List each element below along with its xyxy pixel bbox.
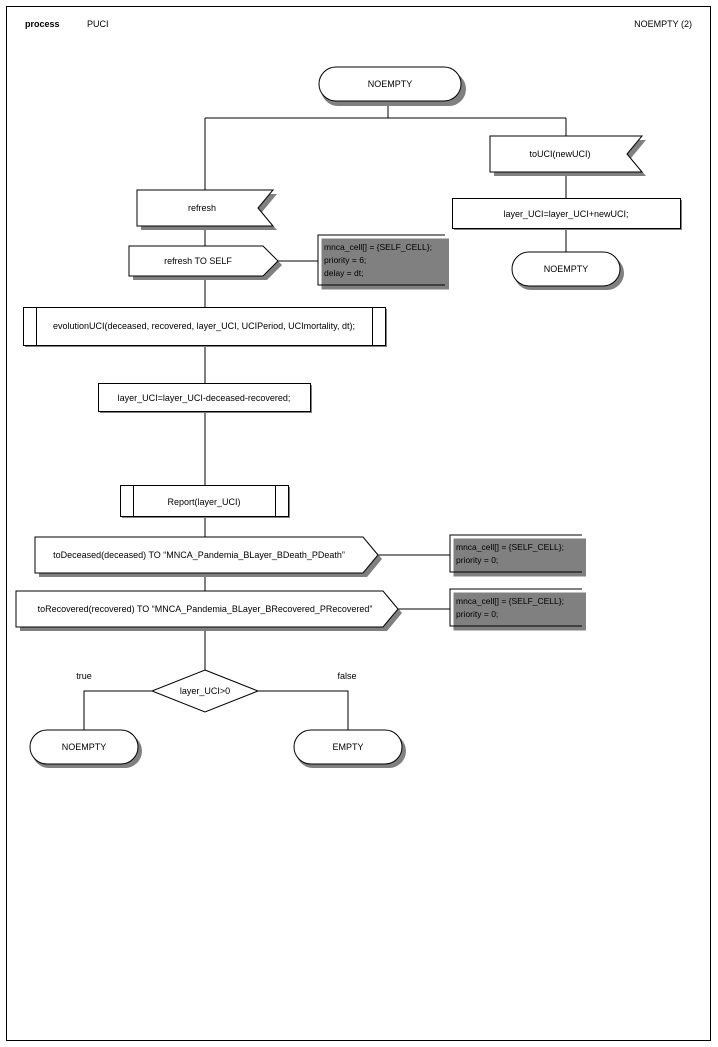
- node-state-empty-false[interactable]: EMPTY: [293, 729, 406, 768]
- state-start-shape: [318, 66, 462, 102]
- node-task-touci[interactable]: layer_UCI=layer_UCI+newUCI;: [452, 198, 683, 231]
- state-empty-false-label: EMPTY: [332, 742, 363, 752]
- page-border: [6, 6, 711, 1041]
- comment-recovered-line-1: mnca_cell[] = {SELF_CELL};: [456, 596, 564, 606]
- comment-refresh: mnca_cell[] = {SELF_CELL}; priority = 6;…: [317, 234, 449, 290]
- comment-refresh-shape: [317, 234, 445, 286]
- input-refresh-shape: [136, 189, 275, 227]
- input-refresh-label: refresh: [188, 203, 216, 213]
- task-touci-label: layer_UCI=layer_UCI+newUCI;: [503, 209, 628, 219]
- input-touci-label: toUCI(newUCI): [529, 149, 590, 159]
- proc-evolution-shape: [23, 307, 386, 346]
- output-recovered-shape: [15, 590, 399, 628]
- output-recovered-label: toRecovered(recovered) TO “MNCA_Pandemia…: [38, 604, 373, 614]
- connector-layer: [83, 101, 567, 730]
- decision-layer-label: layer_UCI>0: [180, 686, 230, 696]
- state-noempty-right-shape: [511, 251, 621, 287]
- header-kind: process: [25, 19, 60, 29]
- proc-report-label: Report(layer_UCI): [167, 497, 240, 507]
- comment-deceased-shape: [449, 534, 582, 573]
- task-layer-shape: [98, 383, 311, 412]
- comment-deceased-shadow: [453, 538, 586, 577]
- node-decision-layer[interactable]: layer_UCI>0: [150, 669, 260, 713]
- comment-recovered-shadow: [453, 592, 586, 631]
- state-noempty-right-label: NOEMPTY: [544, 264, 589, 274]
- comment-refresh-line-1: mnca_cell[] = {SELF_CELL};: [324, 242, 432, 252]
- node-procedure-evolution[interactable]: evolutionUCI(deceased, recovered, layer_…: [23, 307, 388, 348]
- state-start-label: NOEMPTY: [368, 79, 413, 89]
- node-output-refresh[interactable]: refresh TO SELF: [128, 245, 282, 280]
- comment-refresh-line-3: delay = dt;: [324, 268, 363, 278]
- state-noempty-true-label: NOEMPTY: [62, 742, 107, 752]
- header-state-ref: NOEMPTY (2): [634, 19, 692, 29]
- comment-deceased-line-1: mnca_cell[] = {SELF_CELL};: [456, 542, 564, 552]
- comment-refresh-line-2: priority = 6;: [324, 255, 366, 265]
- node-output-deceased[interactable]: toDeceased(deceased) TO “MNCA_Pandemia_B…: [34, 536, 382, 577]
- branch-label-false: false: [337, 671, 356, 681]
- node-state-noempty-true[interactable]: NOEMPTY: [29, 729, 142, 768]
- node-task-layer[interactable]: layer_UCI=layer_UCI-deceased-recovered;: [98, 383, 313, 414]
- conn-decision-true: [83, 690, 152, 730]
- node-state-noempty-right[interactable]: NOEMPTY: [511, 251, 624, 290]
- comment-recovered-shape: [449, 588, 582, 627]
- proc-evolution-label: evolutionUCI(deceased, recovered, layer_…: [53, 321, 355, 331]
- comment-deceased-line-2: priority = 0;: [456, 555, 498, 565]
- node-input-touci[interactable]: toUCI(newUCI): [489, 135, 646, 176]
- output-refresh-label: refresh TO SELF: [164, 256, 232, 266]
- node-procedure-report[interactable]: Report(layer_UCI): [120, 485, 291, 519]
- proc-report-shape: [120, 485, 289, 517]
- node-state-start[interactable]: NOEMPTY: [318, 66, 466, 106]
- comment-deceased: mnca_cell[] = {SELF_CELL}; priority = 0;: [449, 534, 586, 577]
- state-empty-false-shape: [293, 729, 403, 765]
- input-touci-shape: [489, 135, 644, 173]
- comment-refresh-shadow: [321, 238, 449, 290]
- branch-label-true: true: [76, 671, 92, 681]
- comment-recovered-line-2: priority = 0;: [456, 609, 498, 619]
- output-refresh-shape: [128, 245, 279, 277]
- decision-layer-shape: [150, 669, 260, 713]
- node-output-recovered[interactable]: toRecovered(recovered) TO “MNCA_Pandemia…: [15, 590, 402, 631]
- task-touci-shape: [452, 198, 681, 229]
- state-noempty-true-shape: [29, 729, 139, 765]
- task-layer-label: layer_UCI=layer_UCI-deceased-recovered;: [118, 393, 291, 403]
- output-deceased-label: toDeceased(deceased) TO “MNCA_Pandemia_B…: [53, 550, 345, 560]
- output-deceased-shape: [34, 536, 379, 574]
- comment-recovered: mnca_cell[] = {SELF_CELL}; priority = 0;: [449, 588, 586, 631]
- node-input-refresh[interactable]: refresh: [136, 189, 277, 230]
- conn-decision-false: [258, 690, 349, 730]
- header-name: PUCI: [87, 19, 109, 29]
